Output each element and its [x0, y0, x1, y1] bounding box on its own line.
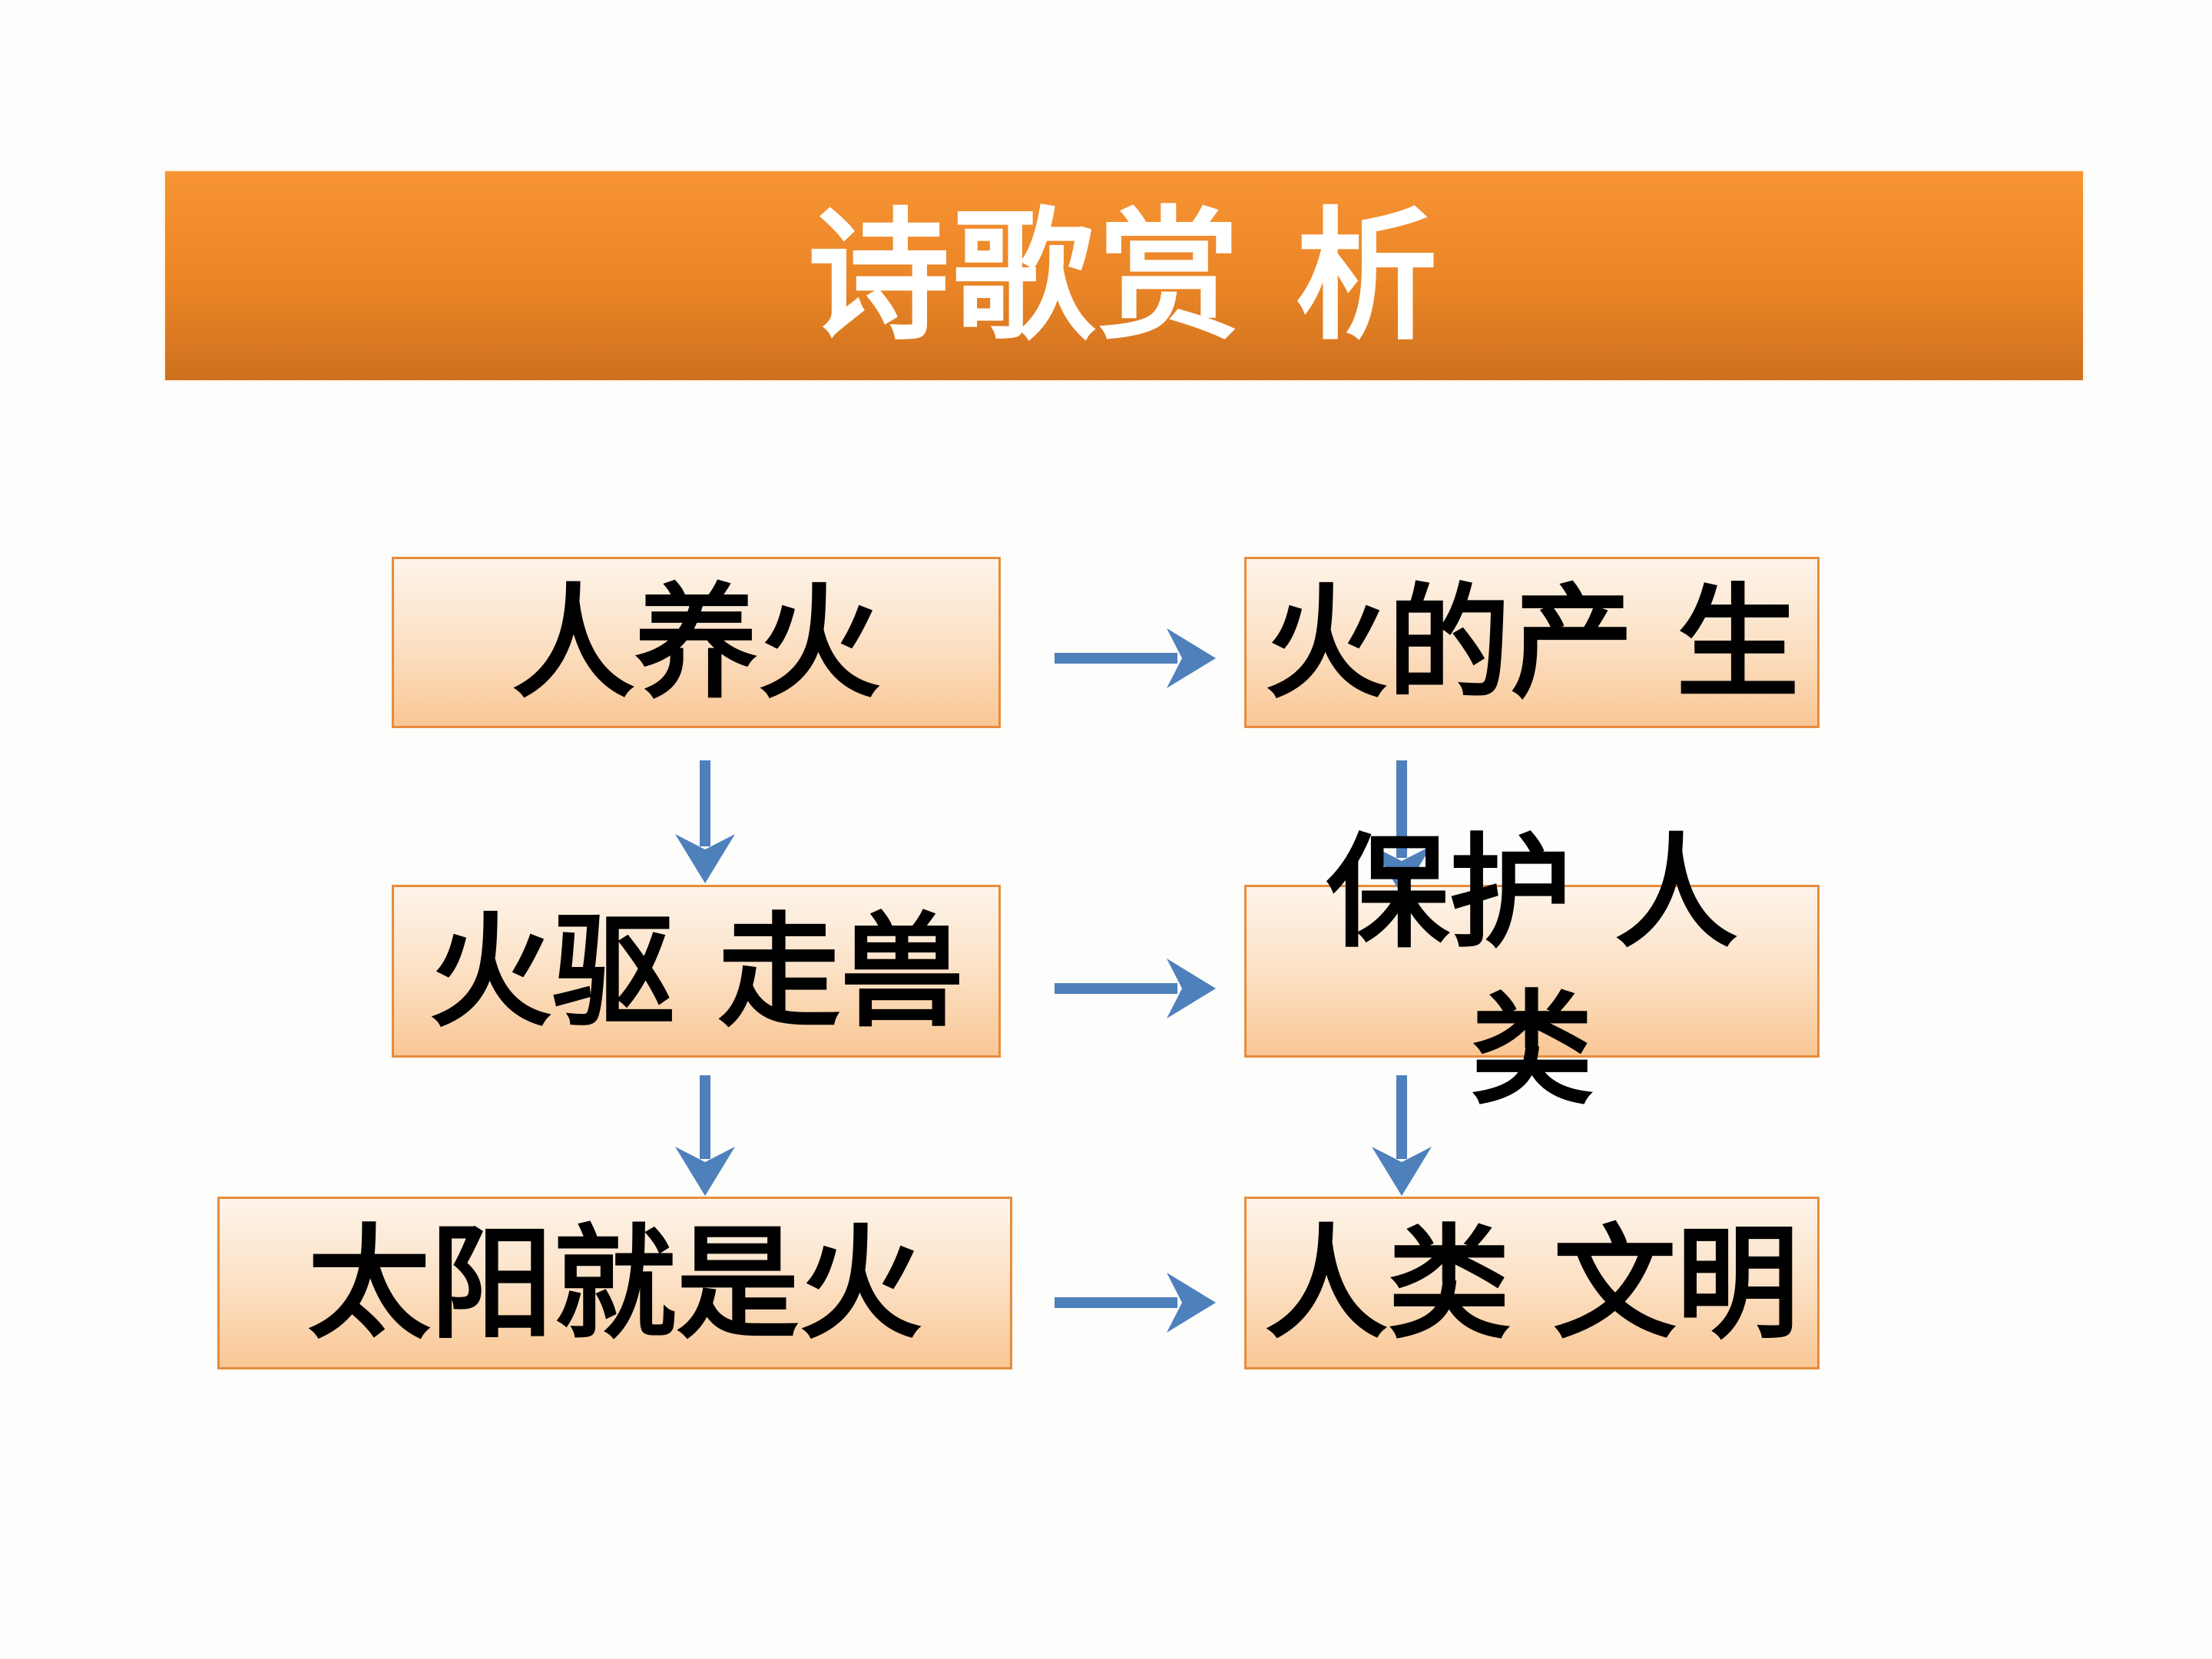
- flow-box-label: 火的产 生: [1264, 570, 1800, 715]
- connector-huodechansheng-to-baohurenlei: [1356, 760, 1448, 895]
- connector-baohurenlei-to-renleiwenming: [1356, 1075, 1448, 1196]
- flow-box-taiyangjiushihuo: 太阳就是火: [217, 1197, 1012, 1369]
- flow-box-label: 太阳就是火: [307, 1210, 922, 1356]
- flow-box-label: 人类 文明: [1264, 1210, 1800, 1356]
- connector-taiyangjiushihuo-to-renleiwenming: [1055, 1257, 1216, 1349]
- down-arrow-icon: [1372, 1075, 1432, 1196]
- flow-box-huoquzoushou: 火驱 走兽: [392, 885, 1001, 1058]
- down-arrow-icon: [1372, 760, 1432, 895]
- connector-huoquzoushou-to-baohurenlei: [1055, 942, 1216, 1035]
- flow-box-huodechansheng: 火的产 生: [1244, 557, 1820, 728]
- flow-box-baohurenlei: 保护 人 类: [1244, 820, 1820, 1121]
- slide-title: 诗歌赏 析: [807, 191, 1441, 359]
- down-arrow-icon: [675, 760, 735, 883]
- title-banner: 诗歌赏 析: [165, 171, 2083, 380]
- right-arrow-icon: [1055, 628, 1216, 688]
- flow-box-label: 人养火: [512, 570, 881, 715]
- right-arrow-icon: [1055, 959, 1216, 1018]
- connector-renyanghuo-to-huodechansheng: [1055, 612, 1216, 704]
- connector-renyanghuo-to-huoquzoushou: [659, 760, 751, 883]
- flow-box-renyanghuo: 人养火: [392, 557, 1001, 728]
- flow-box-label: 火驱 走兽: [429, 899, 964, 1044]
- down-arrow-icon: [675, 1075, 735, 1196]
- flow-box-label: 保护 人 类: [1326, 820, 1738, 1121]
- connector-huoquzoushou-to-taiyangjiushihuo: [659, 1075, 751, 1196]
- right-arrow-icon: [1055, 1273, 1216, 1333]
- flow-box-renleiwenming: 人类 文明: [1244, 1197, 1820, 1369]
